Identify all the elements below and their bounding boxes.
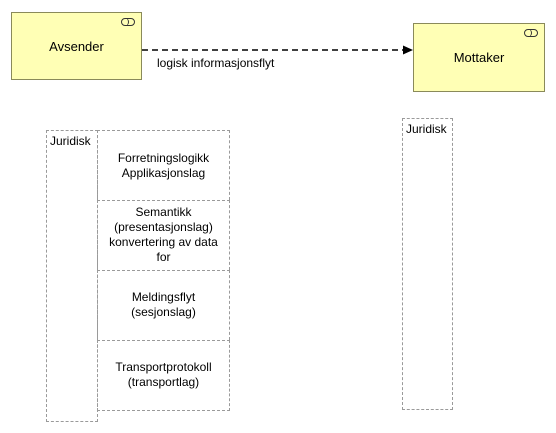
left-legal-label: Juridisk: [50, 134, 91, 148]
right-legal-label: Juridisk: [406, 122, 447, 136]
layer-divider: [97, 270, 230, 271]
layer-message-flow-text: Meldingsflyt (sesjonslag): [131, 290, 196, 319]
receiver-node[interactable]: Mottaker: [413, 23, 545, 92]
layer-transport[interactable]: Transportprotokoll (transportlag): [97, 340, 230, 411]
layer-message-flow[interactable]: Meldingsflyt (sesjonslag): [97, 270, 230, 340]
layer-transport-text: Transportprotokoll (transportlag): [115, 360, 212, 389]
application-component-icon: [524, 29, 538, 37]
application-component-icon: [121, 18, 135, 26]
receiver-label: Mottaker: [453, 50, 505, 65]
layer-semantics[interactable]: Semantikk (presentasjonslag) konverterin…: [97, 200, 230, 270]
layer-business-logic-text: Forretningslogikk Applikasjonslag: [117, 150, 210, 180]
information-flow-label: logisk informasjonsflyt: [157, 56, 275, 70]
layer-semantics-text: Semantikk (presentasjonslag) konverterin…: [109, 205, 218, 264]
right-legal-box[interactable]: Juridisk: [402, 118, 453, 410]
layer-business-logic[interactable]: Forretningslogikk Applikasjonslag: [97, 130, 230, 200]
sender-label: Avsender: [49, 38, 104, 54]
sender-node[interactable]: Avsender: [11, 12, 142, 80]
layer-divider: [97, 340, 230, 341]
layer-divider: [97, 200, 230, 201]
left-legal-box[interactable]: Juridisk: [46, 130, 98, 422]
